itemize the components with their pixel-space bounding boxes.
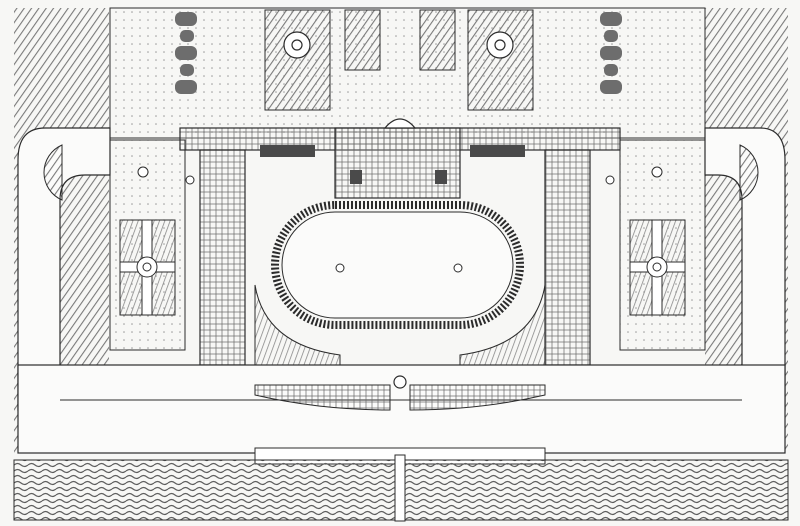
oval-statues	[137, 166, 663, 273]
wing-dark-blocks	[260, 145, 525, 184]
right-cross-garden	[629, 219, 686, 316]
bosquet-left	[175, 12, 197, 94]
palace-wings	[179, 127, 621, 366]
upper-parterres	[264, 9, 534, 111]
fountain-icon	[393, 375, 407, 389]
left-cross-garden	[119, 219, 176, 316]
oval-colonnade	[271, 201, 524, 329]
forecourt-lawns	[254, 284, 546, 366]
rear-bay	[383, 118, 417, 129]
parterre-fountains	[283, 31, 514, 59]
terrace-steps	[254, 384, 546, 411]
side-rondels	[43, 144, 759, 201]
landing-stage	[394, 454, 406, 522]
bosquet-right	[600, 12, 622, 94]
